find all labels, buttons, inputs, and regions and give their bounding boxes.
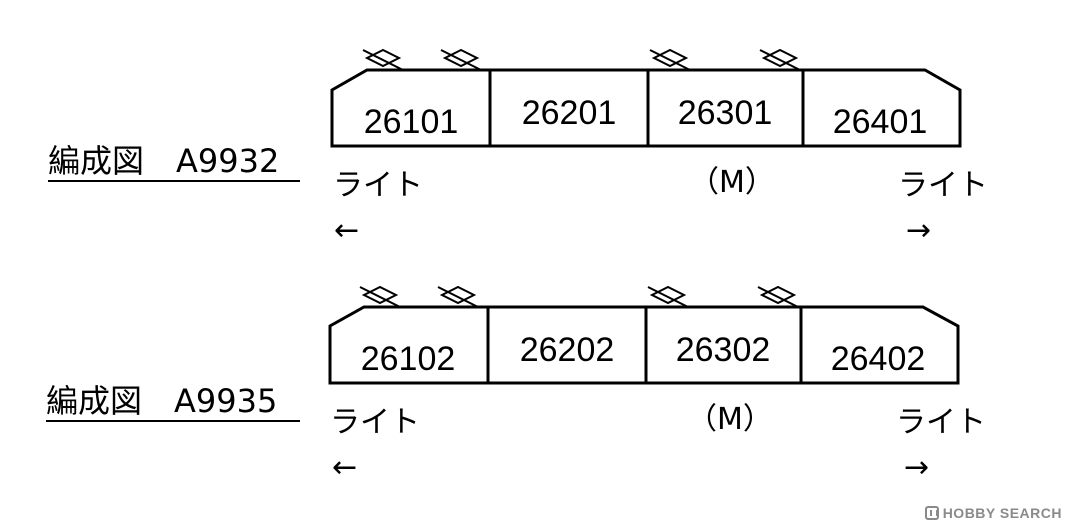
car-number: 26401 [833, 103, 928, 141]
car-number: 26201 [522, 94, 617, 132]
pantograph-icon [647, 285, 689, 308]
car-body [328, 305, 490, 385]
pantograph-icon [359, 285, 401, 308]
car-number: 26302 [676, 331, 771, 369]
pantograph-icon [759, 48, 801, 71]
formation-a9932: 編成図 A9932 26101 26201 26301 26401 ラ [48, 48, 988, 248]
watermark: HOBBY SEARCH [924, 505, 1062, 521]
light-label-right: ライト [898, 168, 988, 203]
car-number: 26402 [831, 340, 926, 378]
pantograph-icon [437, 285, 479, 308]
car-body [330, 68, 492, 148]
car-number: 26301 [678, 94, 773, 132]
car-body [799, 305, 960, 385]
light-label-left: ライト [330, 405, 420, 440]
motor-label: （M） [689, 165, 775, 200]
formation-a9935: 編成図 A9935 26102 26202 26302 26402 ラ [46, 285, 986, 485]
pantograph-icon [440, 48, 482, 71]
light-label-left: ライト [333, 168, 423, 203]
direction-arrow-right: → [904, 450, 929, 485]
pantograph-icon [649, 48, 691, 71]
motor-label: （M） [687, 402, 773, 437]
car-number: 26102 [361, 340, 456, 378]
car-body [801, 68, 962, 148]
formation-label: 編成図 A9935 [46, 382, 277, 420]
car-number: 26202 [520, 331, 615, 369]
direction-arrow-left: ← [334, 213, 359, 248]
watermark-text: HOBBY SEARCH [942, 505, 1062, 521]
direction-arrow-right: → [906, 213, 931, 248]
direction-arrow-left: ← [332, 450, 357, 485]
formation-label: 編成図 A9932 [48, 142, 279, 180]
hobby-search-logo-icon [924, 506, 939, 520]
pantograph-icon [757, 285, 799, 308]
pantograph-icon [362, 48, 404, 71]
car-number: 26101 [364, 103, 459, 141]
light-label-right: ライト [896, 405, 986, 440]
